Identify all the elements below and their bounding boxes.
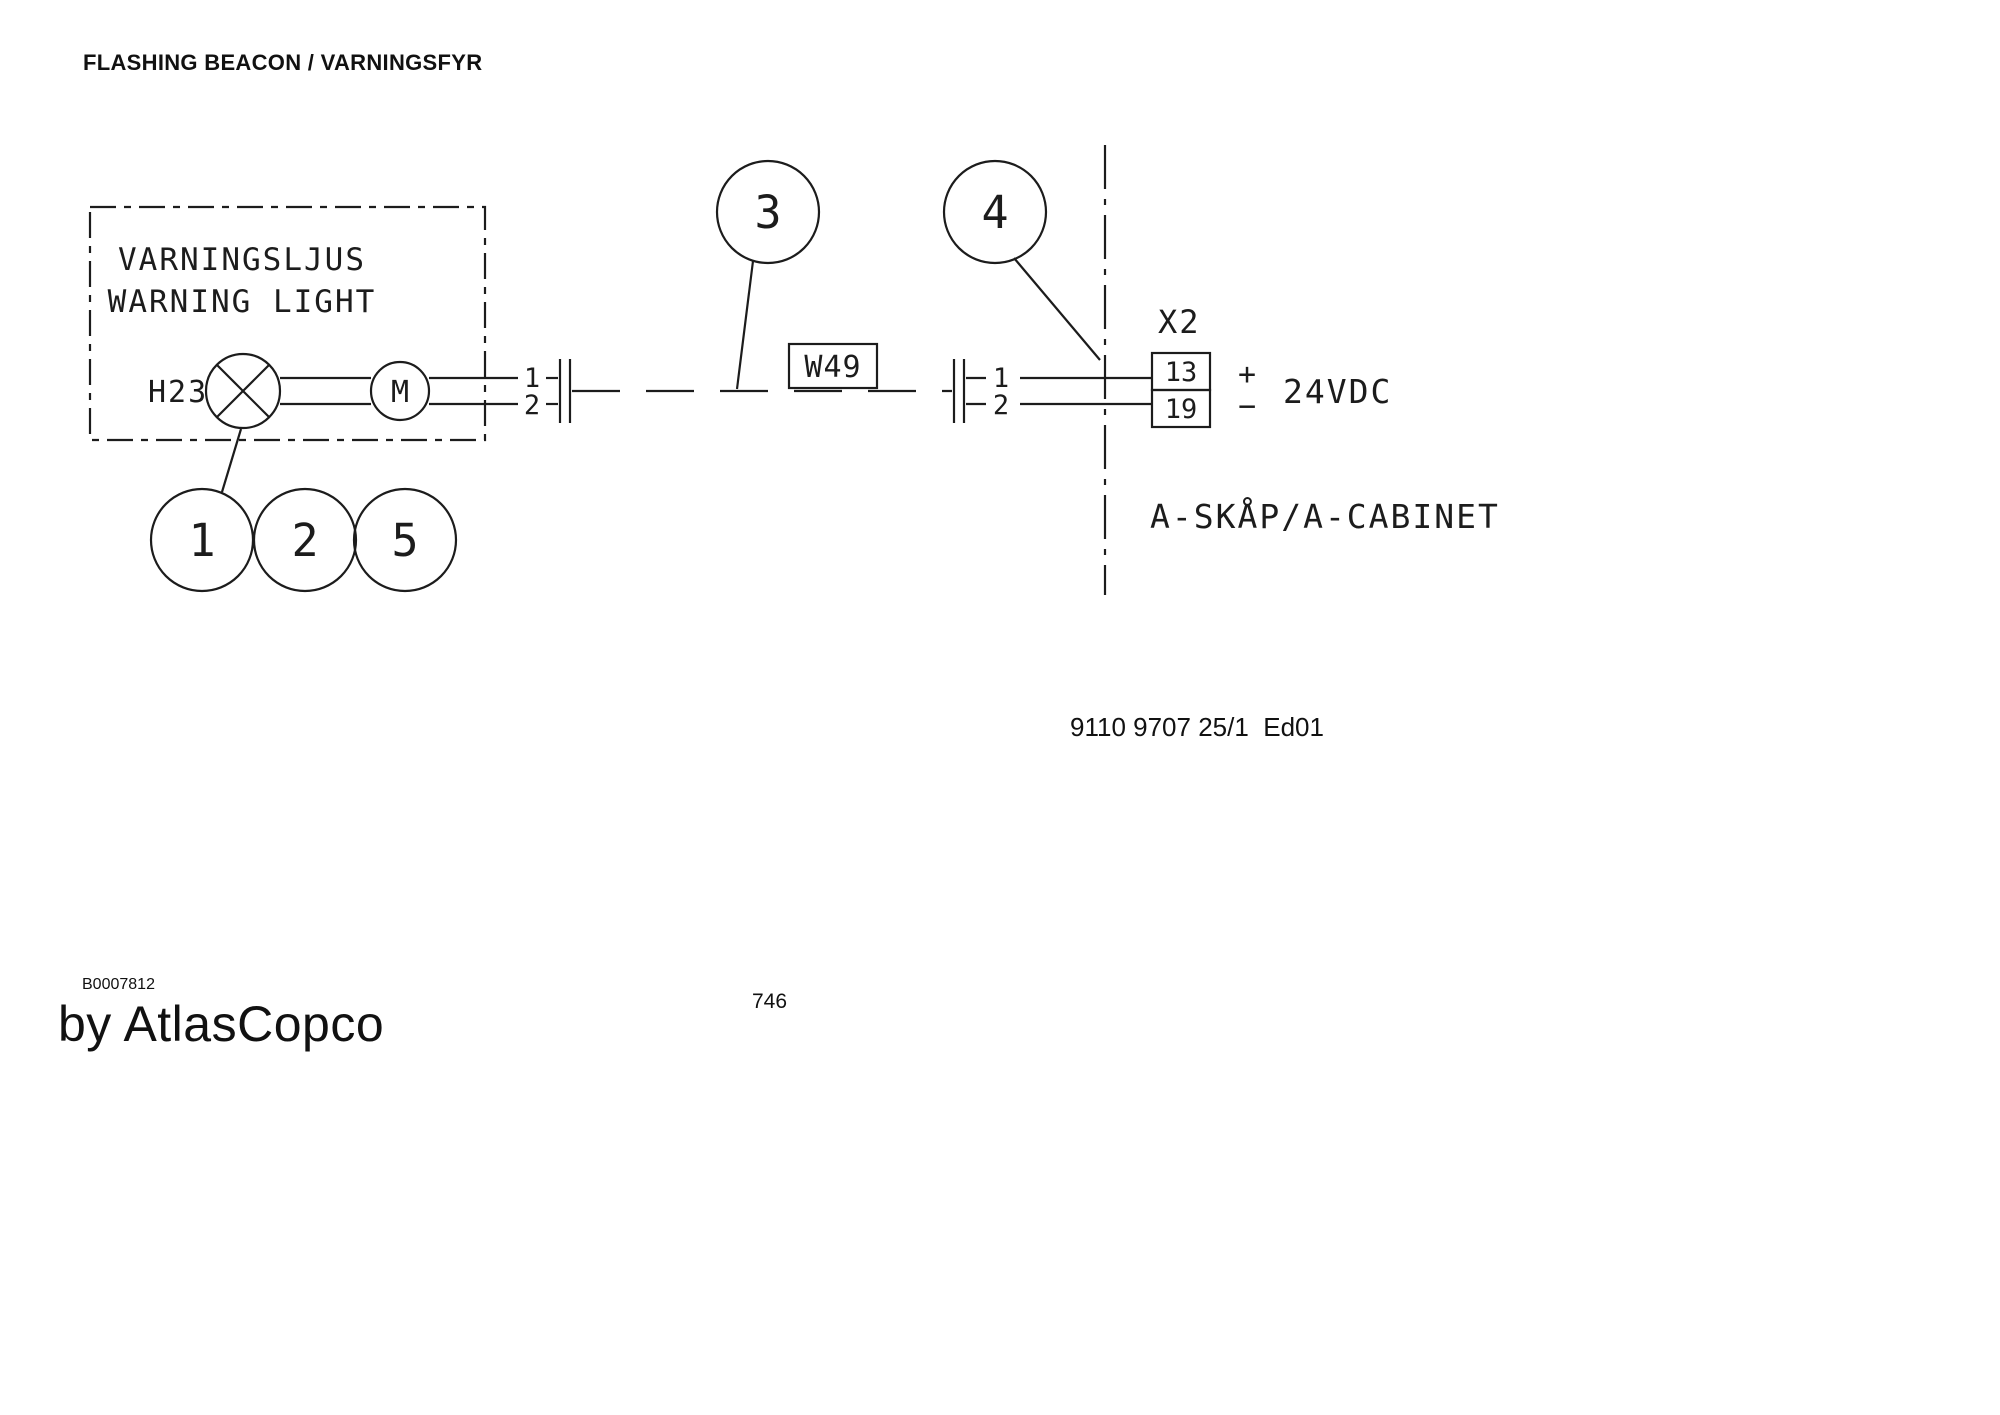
enclosure-label-sv: VARNINGSLJUS	[118, 242, 366, 278]
callout-1-number: 1	[188, 514, 215, 567]
callout-4-balloon	[942, 159, 1048, 265]
callout-4-leader	[1013, 257, 1101, 361]
right-pin-2: 2	[993, 390, 1009, 421]
brand-mark: by AtlasCopco	[58, 996, 385, 1052]
lamp-ref-label: H23	[148, 375, 208, 410]
callout-3-leader	[735, 260, 755, 390]
callout-3-number: 3	[754, 186, 781, 239]
drawing-ref-code: B0007812	[82, 976, 155, 993]
terminal-strip-label: X2	[1158, 303, 1201, 341]
callout-2-number: 2	[291, 514, 318, 567]
plus-sign: +	[1238, 357, 1256, 392]
callout-3-balloon	[715, 159, 821, 265]
callout-4-number: 4	[981, 186, 1008, 239]
document-number: 9110 9707 25/1 Ed01	[1070, 712, 1324, 742]
terminal-19-box	[1150, 388, 1212, 429]
callout-1-leader	[220, 428, 243, 493]
left-pin-2: 2	[524, 390, 540, 421]
diagram-linework	[88, 145, 1212, 595]
cable-label-box	[787, 342, 879, 390]
terminal-19-label: 19	[1165, 394, 1198, 425]
warning-light-enclosure	[88, 205, 487, 442]
enclosure-label-en: WARNING LIGHT	[108, 284, 377, 320]
page-number: 746	[752, 990, 788, 1013]
cable-label: W49	[804, 350, 861, 385]
page-title: FLASHING BEACON / VARNINGSFYR	[83, 50, 483, 75]
lamp-cross-line	[216, 364, 270, 418]
cabinet-label: A-SKÅP/A-CABINET	[1150, 496, 1500, 536]
motor-letter: M	[391, 375, 409, 410]
minus-sign: −	[1238, 389, 1256, 424]
terminal-13-label: 13	[1165, 357, 1198, 388]
motor-symbol	[369, 360, 431, 422]
callout-5-balloon	[352, 487, 458, 593]
callout-5-number: 5	[391, 514, 418, 567]
diagram-labels: VARNINGSLJUS WARNING LIGHT H23 M 1 2 W49…	[108, 186, 1500, 567]
left-pin-1: 1	[524, 363, 540, 394]
right-pin-1: 1	[993, 363, 1009, 394]
voltage-label: 24VDC	[1283, 372, 1392, 411]
callout-2-balloon	[252, 487, 358, 593]
lamp-symbol	[204, 352, 282, 430]
